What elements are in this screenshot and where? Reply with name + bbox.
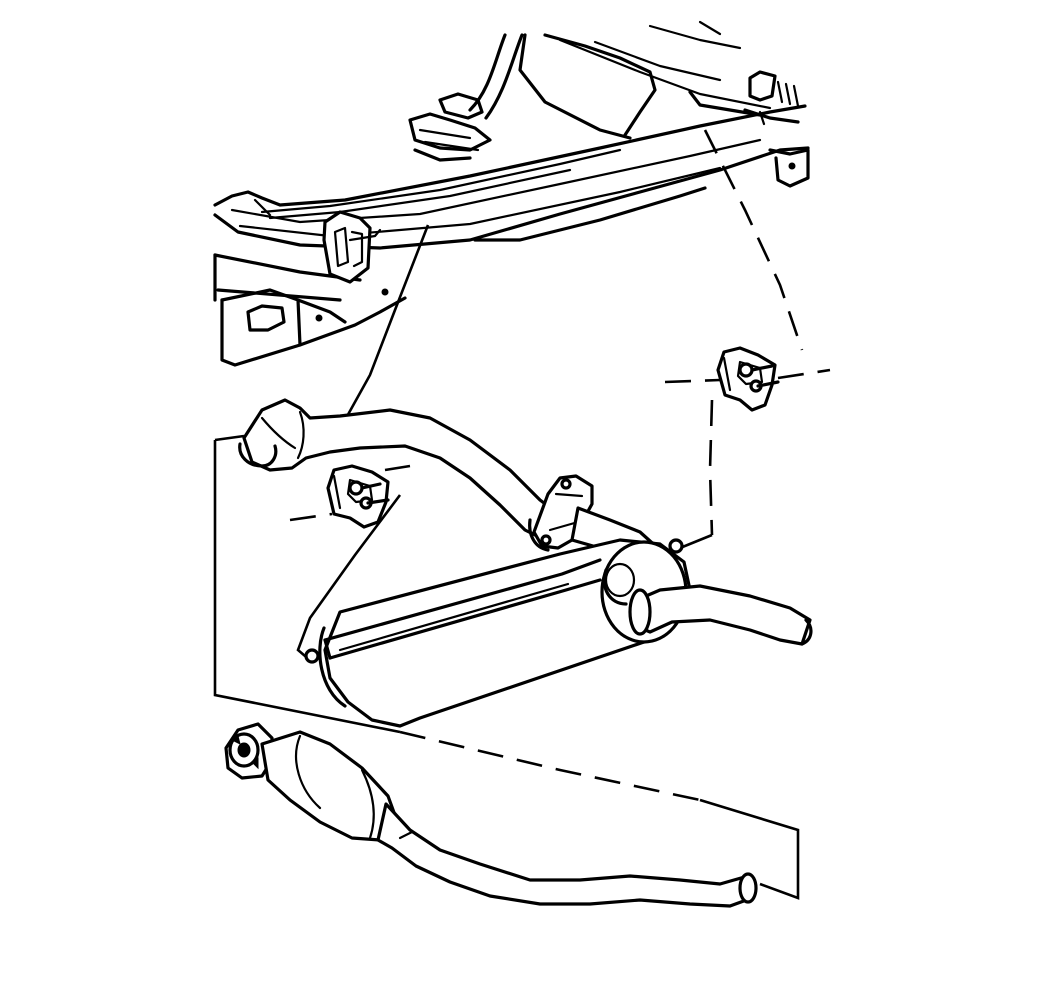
leader-lines <box>213 129 831 900</box>
vehicle-underbody-frame <box>213 20 810 367</box>
tail-pipe <box>628 584 813 646</box>
front-exhaust-hanger <box>326 464 390 529</box>
rear-exhaust-hanger <box>716 346 780 412</box>
intermediate-pipe <box>238 398 562 542</box>
catalytic-converter-pipe <box>224 722 758 908</box>
